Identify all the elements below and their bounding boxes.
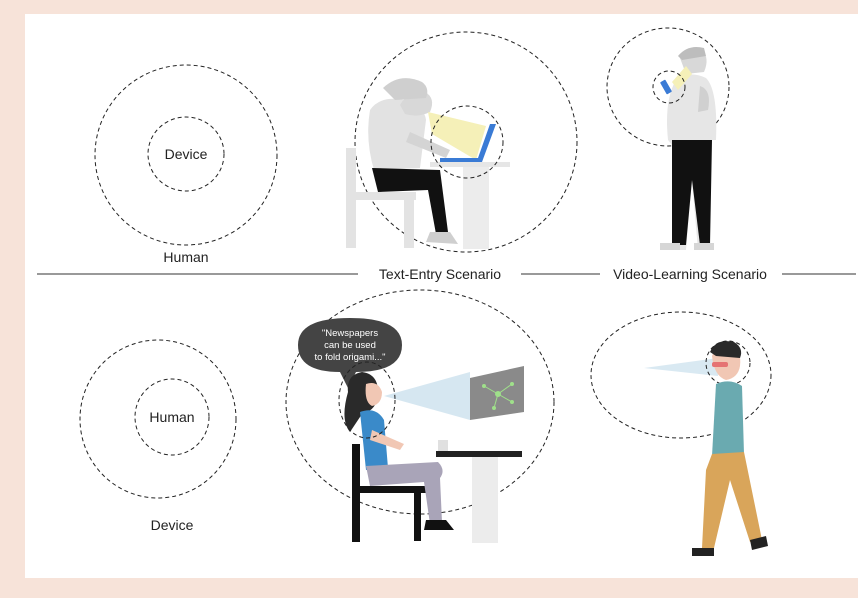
person-face bbox=[365, 383, 382, 406]
human-boundary-circle bbox=[606, 27, 730, 147]
speech-line-3: to fold origami..." bbox=[315, 352, 386, 363]
person-arm bbox=[370, 430, 404, 450]
person-hair bbox=[710, 341, 742, 358]
text-entry-scene bbox=[346, 31, 578, 253]
phone-icon bbox=[660, 79, 672, 95]
desk-top bbox=[436, 451, 522, 457]
scenario-divider: Text-Entry Scenario Video-Learning Scena… bbox=[37, 266, 856, 282]
speech-bubble-shape bbox=[298, 318, 402, 388]
video-learning-scenario-label: Video-Learning Scenario bbox=[613, 266, 767, 282]
human-label: Human bbox=[149, 409, 194, 425]
laptop-icon bbox=[440, 124, 496, 162]
walking-scene bbox=[590, 311, 772, 556]
person-shoes bbox=[426, 232, 458, 244]
device-boundary-circle bbox=[79, 339, 237, 499]
person-arm bbox=[698, 86, 709, 112]
human-label: Human bbox=[163, 249, 208, 265]
diagram-human-in-device: Human Device bbox=[79, 339, 237, 533]
person-hair bbox=[678, 47, 706, 60]
person-shoes bbox=[424, 520, 454, 530]
desk-top bbox=[430, 162, 510, 167]
person-torso bbox=[368, 98, 426, 170]
person-shoe-right bbox=[750, 536, 768, 550]
chair-seat bbox=[356, 486, 426, 493]
person-legs bbox=[672, 140, 712, 245]
glasses-icon bbox=[712, 362, 728, 367]
person-pants bbox=[366, 462, 443, 524]
human-boundary-circle bbox=[94, 64, 278, 246]
text-entry-scenario-label: Text-Entry Scenario bbox=[379, 266, 501, 282]
speech-bubble: "Newspapers can be used to fold origami.… bbox=[298, 318, 402, 388]
human-boundary-circle bbox=[705, 340, 751, 386]
device-label: Device bbox=[151, 517, 194, 533]
projection-scene: "Newspapers can be used to fold origami.… bbox=[285, 289, 555, 543]
human-boundary-circle bbox=[354, 31, 578, 253]
person-shoe-left bbox=[692, 548, 714, 556]
light-beam bbox=[672, 66, 692, 90]
chair-leg bbox=[404, 200, 414, 248]
device-boundary-circle bbox=[147, 116, 225, 192]
mind-map-icon bbox=[482, 382, 514, 410]
person-legs bbox=[372, 168, 448, 234]
person-shoe-right bbox=[694, 243, 714, 250]
chair-seat bbox=[350, 192, 416, 200]
human-boundary-circle bbox=[338, 361, 396, 439]
cup-icon bbox=[438, 440, 448, 451]
desk-leg bbox=[472, 457, 498, 543]
speech-line-1: "Newspapers bbox=[322, 328, 378, 339]
device-boundary-circle bbox=[590, 311, 772, 439]
projection-beam bbox=[384, 372, 470, 420]
speech-line-2: can be used bbox=[324, 340, 376, 351]
human-boundary-circle bbox=[134, 378, 210, 456]
desk-leg bbox=[463, 167, 489, 249]
person-arm bbox=[406, 132, 450, 158]
diagram-device-in-human: Device Human bbox=[94, 64, 278, 265]
light-beam bbox=[428, 112, 486, 160]
person-pants bbox=[702, 452, 762, 548]
vision-beam bbox=[644, 358, 718, 376]
chair-leg bbox=[414, 493, 421, 541]
person-shoe-left bbox=[660, 243, 680, 250]
person-hair bbox=[383, 78, 428, 100]
device-boundary-circle bbox=[430, 105, 504, 179]
person-shirt bbox=[712, 381, 744, 456]
device-boundary-circle bbox=[652, 70, 686, 104]
device-label: Device bbox=[165, 146, 208, 162]
phone-scene bbox=[606, 27, 730, 250]
device-boundary-circle bbox=[285, 289, 555, 515]
